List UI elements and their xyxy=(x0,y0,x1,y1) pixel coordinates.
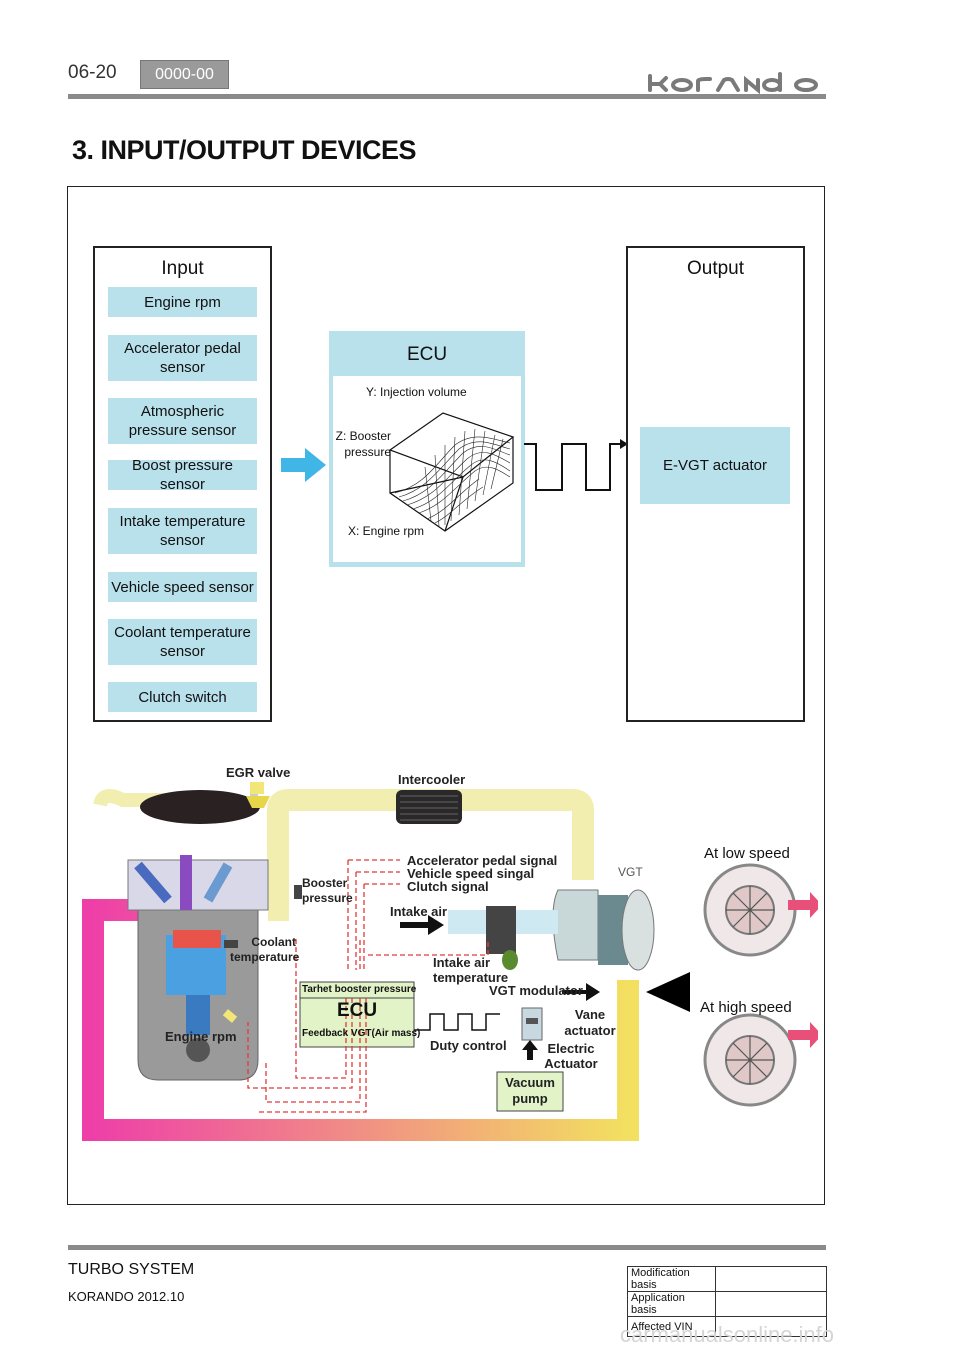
label-vehicle-speed-signal: Vehicle speed singal xyxy=(407,866,535,881)
content-frame xyxy=(67,186,825,1205)
korando-logo xyxy=(648,72,818,95)
code-badge: 0000-00 xyxy=(140,60,229,89)
table-cell-value xyxy=(715,1266,827,1292)
input-title: Input xyxy=(161,258,204,279)
label-vane-actuator: Vane actuator xyxy=(564,1007,616,1038)
label-coolant-temperature: Coolant temperature xyxy=(230,935,300,964)
footer-title: TURBO SYSTEM xyxy=(68,1261,195,1278)
table-cell-label: Application basis xyxy=(627,1291,716,1317)
page-number: 06-20 xyxy=(68,62,117,83)
label-ecu-feedback: Feedback VGT(Air mass) xyxy=(302,1028,421,1039)
label-intake-air-temperature: Intake air temperature xyxy=(433,955,509,985)
label-vacuum-pump: Vacuum pump xyxy=(505,1075,555,1106)
pulse-signal-graphic xyxy=(524,439,628,491)
label-vgt: VGT xyxy=(618,865,643,879)
label-at-high-speed: At high speed xyxy=(700,999,792,1016)
header-rule xyxy=(68,94,826,99)
label-duty-control: Duty control xyxy=(430,1038,507,1053)
table-row: Affected VIN xyxy=(627,1316,827,1337)
label-ecu-diagram: ECU xyxy=(336,1000,378,1021)
label-egr-valve: EGR valve xyxy=(226,765,291,780)
label-vgt-modulator: VGT modulator xyxy=(489,983,583,998)
ecu-map-area xyxy=(333,376,521,562)
table-row: Modification basis xyxy=(627,1266,827,1292)
input-item-intake-temperature-sensor: Intake temperature sensor xyxy=(108,508,257,554)
modification-table: Modification basis Application basis Aff… xyxy=(627,1266,827,1337)
label-intercooler: Intercooler xyxy=(398,772,466,787)
table-cell-value xyxy=(715,1291,827,1317)
output-item-evgt-actuator: E-VGT actuator xyxy=(640,427,790,504)
label-clutch-signal: Clutch signal xyxy=(407,879,489,894)
label-ecu-target-booster-pressure: Tarhet booster pressure xyxy=(302,984,417,995)
input-item-atmospheric-pressure-sensor: Atmospheric pressure sensor xyxy=(108,398,257,444)
input-item-engine-rpm: Engine rpm xyxy=(108,287,257,317)
input-item-clutch-switch: Clutch switch xyxy=(108,682,257,712)
label-intake-air: Intake air xyxy=(390,904,448,919)
turbo-system-diagram xyxy=(82,782,818,1141)
table-cell-value xyxy=(715,1316,827,1337)
arrow-right-icon xyxy=(281,448,326,482)
table-cell-label: Modification basis xyxy=(627,1266,716,1292)
footer-subtitle: KORANDO 2012.10 xyxy=(68,1289,185,1304)
label-booster-pressure: Booster pressure xyxy=(302,876,353,905)
section-title: 3. INPUT/OUTPUT DEVICES xyxy=(72,135,417,165)
ecu-3d-map-graphic xyxy=(388,412,515,532)
input-item-vehicle-speed-sensor: Vehicle speed sensor xyxy=(108,572,257,602)
footer-rule xyxy=(68,1245,826,1250)
input-item-coolant-temperature-sensor: Coolant temperature sensor xyxy=(108,619,257,665)
label-at-low-speed: At low speed xyxy=(704,845,790,862)
ecu-y-label: Y: Injection volume xyxy=(366,385,467,399)
output-title: Output xyxy=(686,258,745,279)
table-row: Application basis xyxy=(627,1291,827,1317)
input-item-accelerator-pedal-sensor: Accelerator pedal sensor xyxy=(108,335,257,381)
ecu-title: ECU xyxy=(406,344,448,365)
label-accelerator-pedal-signal: Accelerator pedal signal xyxy=(407,853,558,868)
watermark: carmanualsonline.info xyxy=(620,1322,835,1347)
table-cell-label: Affected VIN xyxy=(627,1316,716,1337)
input-item-boost-pressure-sensor: Boost pressure sensor xyxy=(108,457,257,493)
label-engine-rpm: Engine rpm xyxy=(165,1029,237,1044)
label-electric-actuator: Electric Actuator xyxy=(544,1041,598,1071)
ecu-z-label: Z: Booster pressure xyxy=(335,429,391,459)
ecu-x-label: X: Engine rpm xyxy=(348,524,425,538)
